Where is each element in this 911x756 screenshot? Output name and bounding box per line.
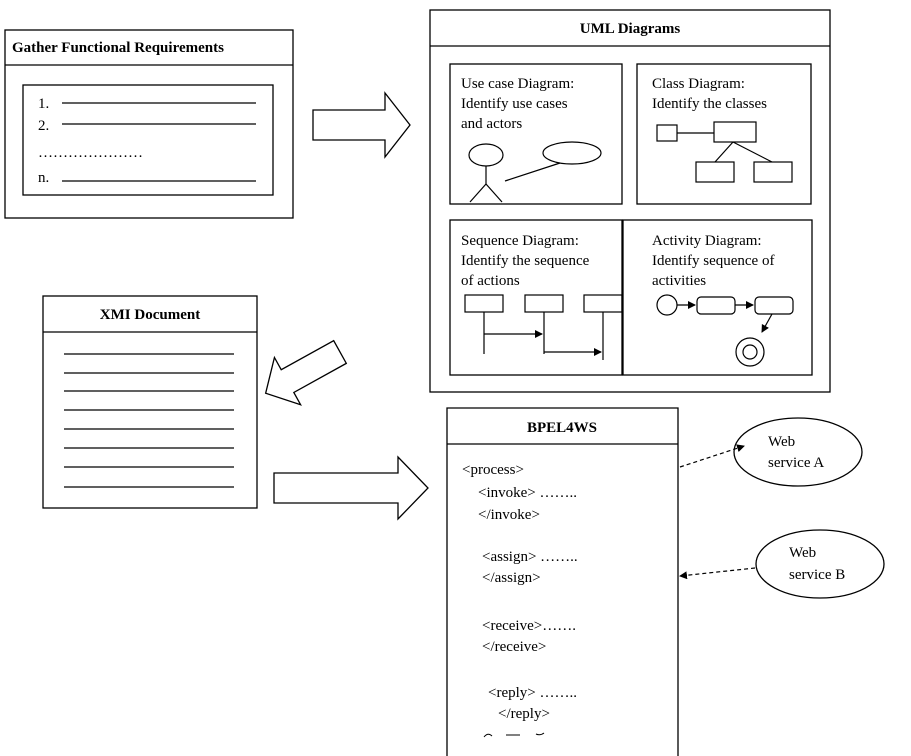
bpel-line-assign-close: </assign> (482, 570, 541, 586)
use-case-ellipse-icon (542, 141, 602, 165)
bpel4ws-box: BPEL4WS <process> <invoke> …….. </invoke… (446, 407, 679, 756)
web-service-a: Web service A (679, 417, 863, 487)
requirements-box: Gather Functional Requirements 1. 2. ………… (4, 29, 294, 219)
sequence-line-3: of actions (461, 273, 520, 289)
class-line-1: Class Diagram: (652, 76, 745, 92)
class-box-icon (713, 121, 757, 143)
sequence-panel: Sequence Diagram: Identify the sequence … (449, 219, 623, 376)
requirement-item-n: n. (38, 170, 49, 186)
activity-node-icon (754, 296, 794, 315)
initial-node-icon (656, 294, 678, 316)
class-box-icon (695, 161, 735, 183)
web-service-b-line-1: Web (789, 545, 816, 561)
web-service-b: Web service B (679, 529, 885, 599)
activity-line-3: activities (652, 273, 706, 289)
bpel-title: BPEL4WS (527, 420, 597, 436)
use-case-line-2: Identify use cases (461, 96, 568, 112)
use-case-line-3: and actors (461, 116, 522, 132)
block-arrow-uml-to-xmi (264, 339, 348, 406)
final-node-icon (735, 337, 765, 367)
block-arrow-xmi-to-bpel (273, 455, 429, 521)
uml-diagrams-box: UML Diagrams (429, 9, 831, 393)
bpel-line-process: <process> (462, 462, 524, 478)
use-case-line-1: Use case Diagram: (461, 76, 574, 92)
activity-line-2: Identify sequence of (652, 253, 774, 269)
bpel-line-invoke: <invoke> …….. (478, 485, 577, 501)
bpel-line-reply-close: </reply> (498, 706, 550, 722)
class-box-icon (656, 124, 678, 142)
activity-panel: Activity Diagram: Identify sequence of a… (622, 219, 813, 376)
activity-line-1: Activity Diagram: (652, 233, 762, 249)
xmi-title: XMI Document (100, 307, 200, 323)
lifeline-box-icon (524, 294, 564, 313)
cropped-text-fragment (483, 732, 545, 738)
bpel-line-reply: <reply> …….. (488, 685, 577, 701)
bpel-line-invoke-close: </invoke> (478, 507, 540, 523)
web-service-a-connector (679, 444, 745, 468)
use-case-panel: Use case Diagram: Identify use cases and… (449, 63, 623, 205)
requirement-item-2: 2. (38, 118, 49, 134)
block-arrow-requirements-to-uml (312, 91, 411, 159)
requirements-list-box (22, 84, 274, 196)
sequence-line-2: Identify the sequence (461, 253, 590, 269)
web-service-b-line-2: service B (789, 567, 845, 583)
web-service-a-line-1: Web (768, 434, 795, 450)
bpel-line-receive: <receive>……. (482, 618, 576, 634)
requirements-title: Gather Functional Requirements (12, 40, 224, 56)
class-panel: Class Diagram: Identify the classes (636, 63, 812, 205)
web-service-b-connector (679, 567, 756, 580)
xmi-document-box: XMI Document (42, 295, 258, 509)
bpel-line-assign: <assign> …….. (482, 549, 578, 565)
lifeline-box-icon (464, 294, 504, 313)
bpel-line-receive-close: </receive> (482, 639, 546, 655)
requirement-ellipsis: ………………… (38, 145, 143, 161)
actor-head-icon (468, 143, 504, 167)
activity-node-icon (696, 296, 736, 315)
uml-title: UML Diagrams (580, 21, 681, 37)
class-box-icon (753, 161, 793, 183)
sequence-line-1: Sequence Diagram: (461, 233, 579, 249)
web-service-a-line-2: service A (768, 455, 824, 471)
lifeline-box-icon (583, 294, 623, 313)
requirement-item-1: 1. (38, 96, 49, 112)
class-line-2: Identify the classes (652, 96, 767, 112)
